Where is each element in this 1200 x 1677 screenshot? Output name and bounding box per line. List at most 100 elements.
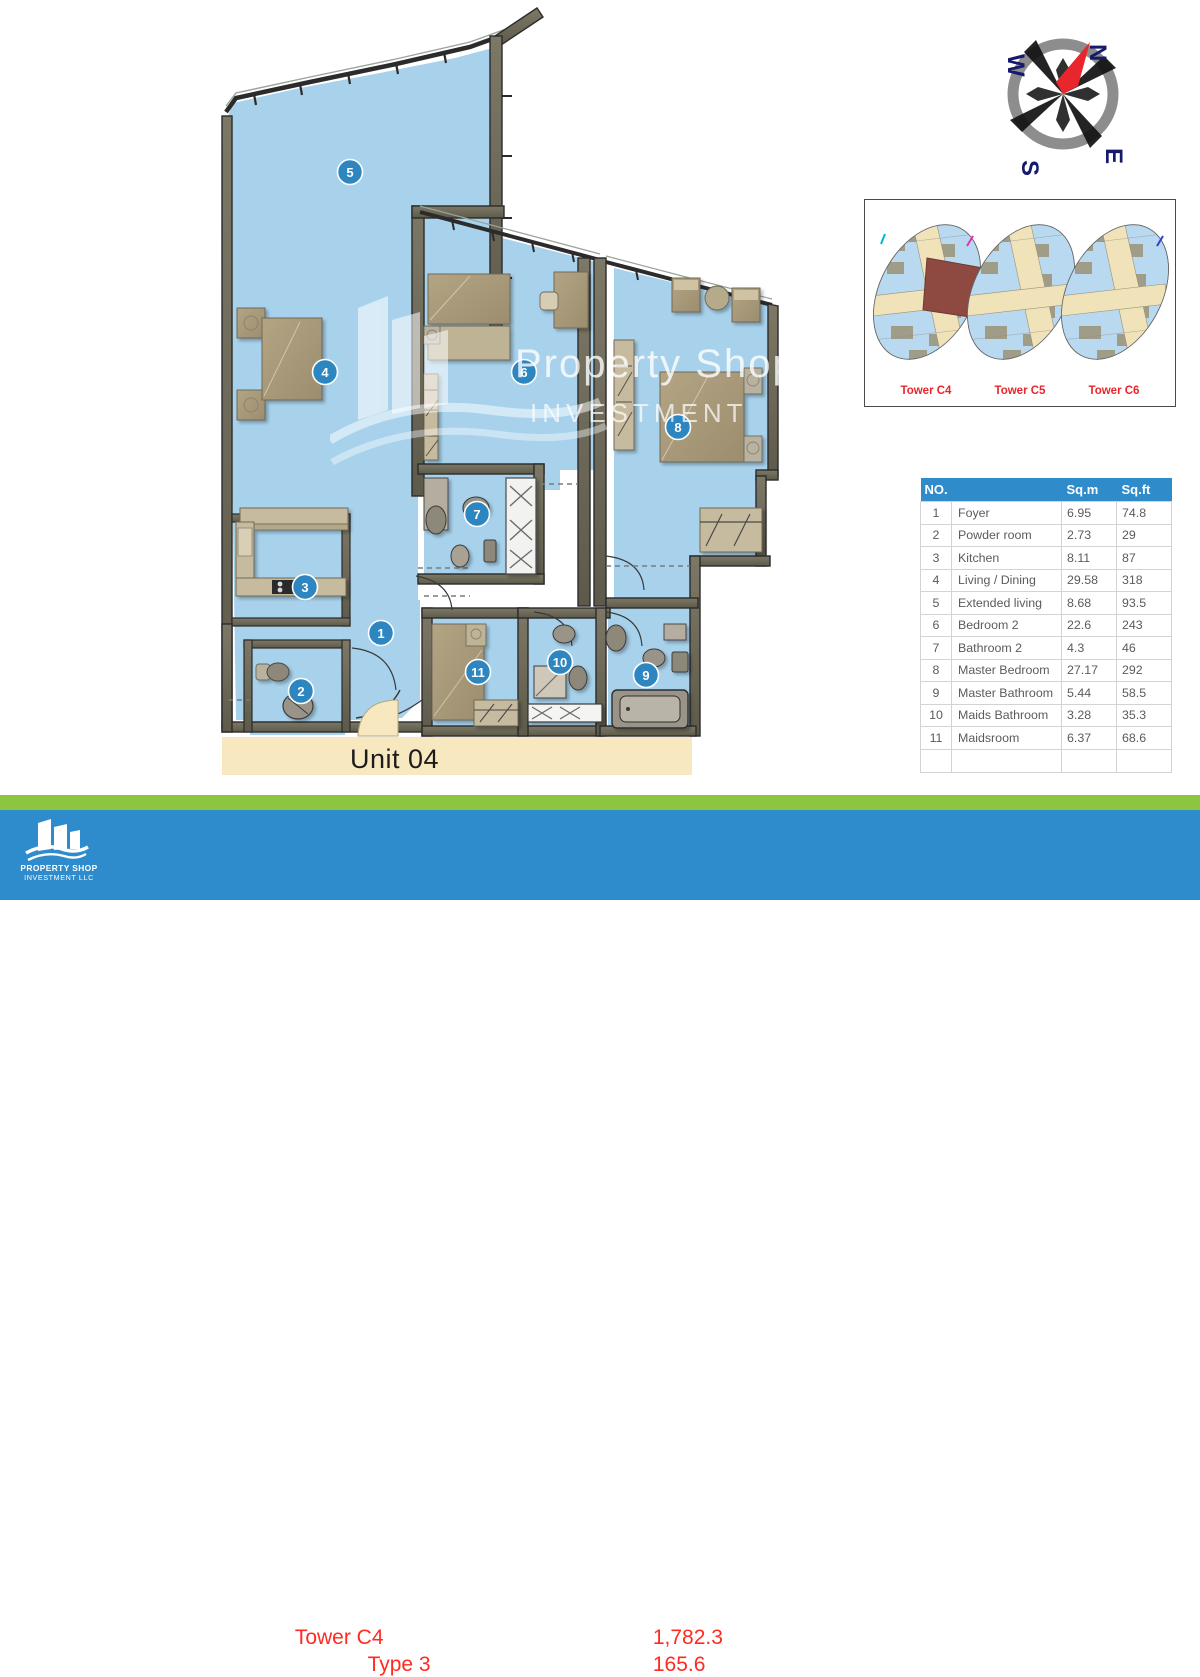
row-sqft: 93.5 bbox=[1116, 591, 1172, 615]
table-header-name bbox=[951, 478, 1062, 502]
footer-green-strip bbox=[0, 795, 1200, 810]
row-sqft bbox=[1116, 748, 1172, 773]
room-marker-5: 5 bbox=[336, 158, 364, 186]
room-marker-label: 10 bbox=[553, 655, 567, 670]
compass-label-east: E bbox=[1100, 148, 1127, 164]
compass-label-west: W bbox=[1002, 54, 1029, 77]
row-room-name: Powder room bbox=[951, 523, 1062, 547]
compass-label-north: N bbox=[1084, 44, 1111, 61]
row-room-name: Bedroom 2 bbox=[951, 613, 1062, 637]
row-number: 7 bbox=[920, 636, 952, 660]
contact-phone[interactable]: ☎ 600 548 200 bbox=[950, 1623, 1163, 1658]
row-sqft: 35.3 bbox=[1116, 703, 1172, 727]
room-number-markers: 1 2 3 4 5 6 7 8 9 10 11 bbox=[287, 158, 692, 705]
row-room-name: Maidsroom bbox=[951, 726, 1062, 750]
row-sqft: 58.5 bbox=[1116, 681, 1172, 705]
row-sqft: 46 bbox=[1116, 636, 1172, 660]
key-plan-drawing bbox=[870, 215, 1169, 362]
row-sqm: 8.11 bbox=[1061, 546, 1117, 570]
company-logo-line2: INVESTMENT LLC bbox=[24, 873, 94, 882]
row-sqm: 6.37 bbox=[1061, 726, 1117, 750]
row-sqft: 318 bbox=[1116, 568, 1172, 592]
keyplan-tower-c4 bbox=[870, 215, 984, 362]
row-number: 11 bbox=[920, 726, 952, 750]
floor-plan-drawing: 1 2 3 4 5 6 7 8 9 10 11 bbox=[221, 7, 779, 775]
row-number: 1 bbox=[920, 501, 952, 525]
row-number: 4 bbox=[920, 568, 952, 592]
room-marker-2: 2 bbox=[287, 677, 315, 705]
bua-sqft: BUA: 1,782.3 Sqft bbox=[598, 1626, 766, 1650]
footer-blue-band bbox=[0, 810, 1200, 900]
room-marker-label: 7 bbox=[473, 507, 480, 522]
room-marker-label: 8 bbox=[674, 420, 681, 435]
bua-sqm-unit: Sqm bbox=[705, 1653, 755, 1676]
table-header-row: NO. Sq.m Sq.ft bbox=[920, 478, 1172, 502]
compass-rose: N S E W bbox=[978, 8, 1148, 180]
row-room-name: Foyer bbox=[951, 501, 1062, 525]
row-room-name: Master Bathroom bbox=[951, 681, 1062, 705]
table-header-sqm: Sq.m bbox=[1061, 478, 1117, 502]
room-marker-1: 1 bbox=[367, 619, 395, 647]
company-logo-line1: PROPERTY SHOP bbox=[20, 863, 98, 873]
room-marker-label: 2 bbox=[297, 684, 304, 699]
opening-marks bbox=[228, 483, 690, 701]
keyplan-tower-c5 bbox=[964, 215, 1075, 362]
keyplan-label-c4: Tower C4 bbox=[900, 385, 952, 397]
room-marker-label: 4 bbox=[321, 365, 329, 380]
room-marker-11: 11 bbox=[464, 658, 492, 686]
row-sqft: 29 bbox=[1116, 523, 1172, 547]
bua-sqft-value: 1,782.3 bbox=[652, 1626, 723, 1649]
bua-sqm-value: 165.6 bbox=[652, 1653, 706, 1676]
row-sqm: 29.58 bbox=[1061, 568, 1117, 592]
room-marker-10: 10 bbox=[546, 648, 574, 676]
room-marker-9: 9 bbox=[632, 661, 660, 689]
row-sqft: 243 bbox=[1116, 613, 1172, 637]
apartment-type-name: 2 Bedroom Apartment - bbox=[145, 1653, 368, 1676]
door-swings bbox=[351, 555, 645, 737]
table-header-sqft: Sq.ft bbox=[1116, 478, 1172, 502]
compass-needle-north bbox=[1056, 42, 1090, 94]
project-title: Hydra Avenue - Tower C4 bbox=[145, 1626, 384, 1650]
row-number: 6 bbox=[920, 613, 952, 637]
apartment-type: 2 Bedroom Apartment - Type 3 bbox=[145, 1653, 431, 1677]
row-sqft: 292 bbox=[1116, 658, 1172, 682]
room-marker-label: 11 bbox=[471, 665, 485, 680]
table-row bbox=[920, 748, 1172, 773]
company-logo: PROPERTY SHOP INVESTMENT LLC bbox=[18, 819, 100, 885]
row-room-name: Master Bedroom bbox=[951, 658, 1062, 682]
keyplan-label-c5: Tower C5 bbox=[994, 385, 1046, 397]
room-marker-7: 7 bbox=[463, 500, 491, 528]
row-sqm: 4.3 bbox=[1061, 636, 1117, 660]
company-website[interactable]: www.propertyshopinvestment.com bbox=[950, 1660, 1171, 1676]
table-header-no: NO. bbox=[920, 478, 952, 502]
row-number: 8 bbox=[920, 658, 952, 682]
room-marker-8: 8 bbox=[664, 413, 692, 441]
row-room-name: Kitchen bbox=[951, 546, 1062, 570]
row-sqm: 2.73 bbox=[1061, 523, 1117, 547]
phone-number: 600 548 200 bbox=[995, 1624, 1163, 1657]
room-marker-label: 3 bbox=[301, 580, 308, 595]
row-sqft: 74.8 bbox=[1116, 501, 1172, 525]
keyplan-label-c6: Tower C6 bbox=[1088, 385, 1140, 397]
room-marker-3: 3 bbox=[291, 573, 319, 601]
room-marker-label: 5 bbox=[346, 165, 353, 180]
apartment-type-accent: Type 3 bbox=[367, 1653, 431, 1676]
row-number: 5 bbox=[920, 591, 952, 615]
row-room-name: Living / Dining bbox=[951, 568, 1062, 592]
row-number: 9 bbox=[920, 681, 952, 705]
room-marker-label: 6 bbox=[520, 365, 527, 380]
room-marker-label: 1 bbox=[377, 626, 384, 641]
bua-sqft-label: BUA: bbox=[598, 1626, 653, 1649]
project-tower: Tower C4 bbox=[294, 1626, 384, 1649]
row-sqm bbox=[1061, 748, 1117, 773]
